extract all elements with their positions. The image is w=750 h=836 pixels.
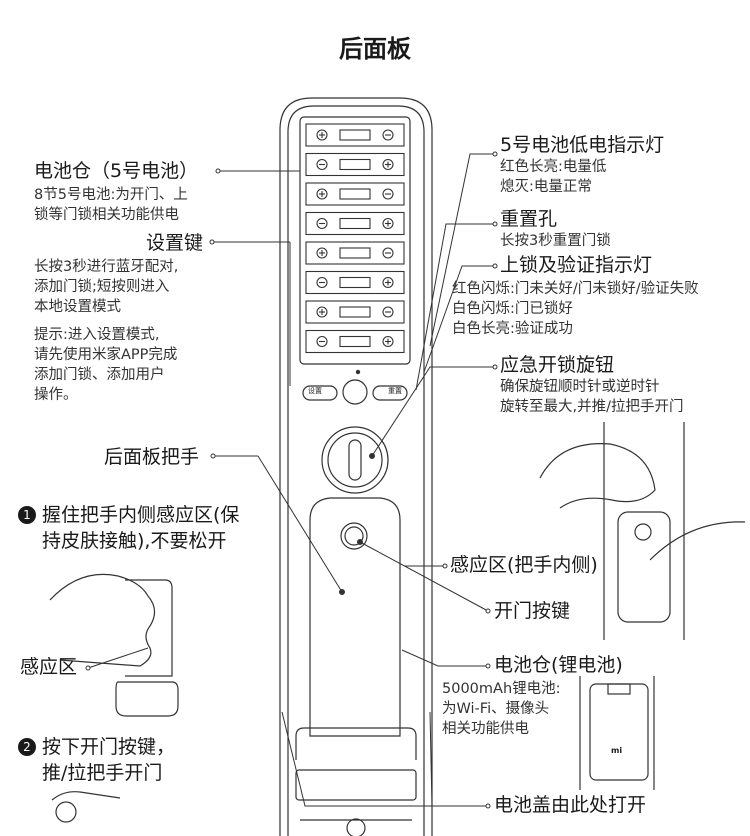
low-battery-desc-1: 红色长亮:电量低 — [500, 159, 607, 175]
battery-icon — [339, 129, 371, 141]
leader-cover-right — [429, 711, 433, 807]
battery-cell — [305, 241, 405, 265]
leader-sensing-small — [87, 647, 149, 669]
battery-terminal — [382, 276, 394, 289]
camera-lens — [342, 379, 368, 405]
lock-indicator-desc-3: 白色长亮:验证成功 — [452, 321, 573, 337]
leader-cover-left — [281, 711, 488, 807]
battery-bay-desc-1: 8节5号电池:为开门、上 — [34, 187, 188, 203]
leader-knob — [371, 366, 495, 457]
battery-terminal — [382, 335, 394, 348]
open-button-shape — [340, 522, 368, 550]
lock-indicator-desc-1: 红色闪烁:门未关好/门未锁好/验证失败 — [452, 281, 699, 297]
low-battery-desc-2: 熄灭:电量正常 — [500, 179, 592, 195]
step1-line-2: 持皮肤接触),不要松开 — [42, 530, 227, 552]
emergency-knob-desc-2: 旋转至最大,并推/拉把手开门 — [500, 399, 684, 415]
lithium-battery-shape — [589, 683, 649, 781]
settings-tip-4: 操作。 — [34, 387, 78, 403]
cover-label: 电池盖由此处打开 — [494, 794, 647, 816]
battery-terminal — [382, 129, 394, 141]
reset-button: 重置 — [388, 387, 402, 395]
battery-tray — [299, 116, 411, 365]
battery-cell — [305, 123, 405, 147]
step2-line-2: 推/拉把手开门 — [42, 762, 163, 784]
battery-terminal — [316, 247, 328, 259]
battery-terminal — [316, 306, 328, 318]
leader-low-battery — [429, 153, 495, 347]
battery-terminal — [382, 306, 394, 318]
battery-terminal — [316, 335, 328, 348]
lithium-bay-desc-2: 为Wi-Fi、摄像头 — [442, 701, 550, 717]
battery-cell — [305, 182, 405, 206]
keyhole-shape — [346, 818, 366, 836]
open-button-label: 开门按键 — [494, 600, 571, 622]
settings-button-shape — [302, 385, 338, 401]
battery-bay-desc-2: 锁等门锁相关功能供电 — [34, 207, 179, 223]
settings-tip-3: 添加门锁、添加用户 — [34, 367, 165, 383]
handle-shape — [309, 497, 401, 737]
battery-cell — [305, 329, 405, 354]
page-title: 后面板 — [339, 35, 411, 63]
lithium-bay-desc-1: 5000mAh锂电池: — [442, 681, 561, 697]
sensing-small-label: 感应区 — [20, 656, 78, 678]
sensing-zone-label: 感应区(把手内侧) — [450, 554, 598, 576]
battery-icon — [339, 217, 371, 230]
battery-terminal — [382, 247, 394, 259]
lock-indicator-desc-2: 白色闪烁:门已锁好 — [452, 301, 573, 317]
emergency-knob-label: 应急开锁旋钮 — [500, 354, 615, 376]
emergency-knob-desc-1: 确保旋钮顺时针或逆时针 — [500, 379, 660, 395]
rear-handle-label: 后面板把手 — [104, 446, 200, 468]
settings-key-desc-1: 长按3秒进行蓝牙配对, — [34, 259, 179, 275]
lock-indicator-label: 上锁及验证指示灯 — [500, 254, 653, 276]
battery-terminal — [316, 217, 328, 230]
leader-open-button — [359, 541, 489, 612]
settings-key-desc-2: 添加门锁;短按则进入 — [34, 279, 170, 295]
battery-icon — [339, 306, 371, 318]
battery-cell — [305, 152, 405, 177]
lock-body — [279, 97, 433, 836]
reset-desc-1: 长按3秒重置门锁 — [500, 233, 611, 249]
battery-terminal — [316, 276, 328, 289]
lithium-bay-label: 电池仓(锂电池) — [494, 654, 623, 676]
leader-reset — [415, 223, 495, 391]
battery-terminal — [316, 158, 328, 171]
battery-cell — [305, 270, 405, 295]
reset-label: 重置孔 — [500, 208, 558, 230]
settings-key-label: 设置键 — [146, 232, 204, 254]
battery-icon — [339, 158, 371, 171]
leader-lock-indicator — [423, 265, 495, 373]
battery-cell — [305, 300, 405, 324]
settings-key-desc-3: 本地设置模式 — [34, 299, 121, 315]
battery-icon — [339, 335, 371, 348]
step1-number: 1 — [18, 506, 36, 524]
step2-number: 2 — [18, 738, 36, 756]
emergency-knob-shape — [321, 426, 389, 494]
battery-icon — [339, 276, 371, 289]
settings-button: 设置 — [308, 387, 322, 395]
battery-cell — [305, 211, 405, 236]
battery-terminal — [316, 129, 328, 141]
battery-terminal — [316, 188, 328, 200]
lithium-bay-desc-3: 相关功能供电 — [442, 721, 529, 737]
settings-tip-2: 请先使用米家APP完成 — [34, 347, 178, 363]
battery-icon — [339, 247, 371, 259]
battery-icon — [339, 188, 371, 200]
battery-terminal — [382, 158, 394, 171]
battery-terminal — [382, 217, 394, 230]
lithium-logo: mi — [611, 746, 623, 755]
reset-button-shape — [372, 385, 408, 401]
battery-terminal — [382, 188, 394, 200]
settings-tip-1: 提示:进入设置模式, — [34, 327, 160, 343]
battery-bay-label: 电池仓（5号电池） — [34, 160, 199, 182]
low-battery-label: 5号电池低电指示灯 — [500, 134, 665, 156]
leader-lithium — [401, 649, 488, 667]
